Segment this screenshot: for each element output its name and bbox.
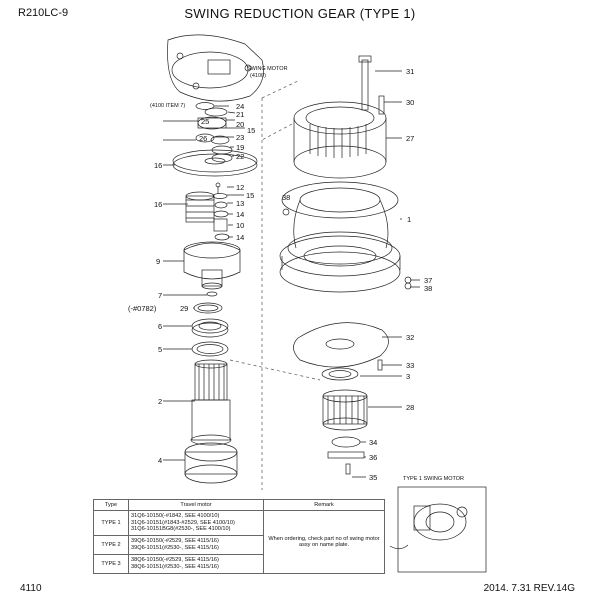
part-33: 33 bbox=[406, 361, 414, 370]
table-row: TYPE 3 38Q6-10150(-#2529, SEE 4115/16) 3… bbox=[93, 554, 385, 574]
part-31: 31 bbox=[406, 67, 414, 76]
header-remark: Remark bbox=[263, 499, 385, 511]
inset-label: TYPE 1 SWING MOTOR bbox=[403, 476, 464, 482]
page-number: 4110 bbox=[20, 583, 42, 594]
page-title: SWING REDUCTION GEAR (TYPE 1) bbox=[184, 6, 416, 21]
row-travel-motor: 31Q6-10150(-#1842, SEE 4100/10) 31Q6-101… bbox=[128, 510, 264, 536]
part-35: 35 bbox=[369, 473, 377, 482]
part-30: 30 bbox=[406, 98, 414, 107]
part-1: 1 bbox=[407, 215, 411, 224]
part-9: 9 bbox=[156, 257, 160, 266]
part-12: 12 bbox=[236, 183, 244, 192]
model-code: R210LC-9 bbox=[18, 7, 69, 19]
part-23: 23 bbox=[236, 133, 244, 142]
row-type: TYPE 3 bbox=[93, 554, 129, 574]
part-29: 29 bbox=[180, 304, 188, 313]
part-32: 32 bbox=[406, 333, 414, 342]
part-16-b: 16 bbox=[154, 200, 162, 209]
part-36: 36 bbox=[369, 453, 377, 462]
remark-cell: When ordering, check part no of swing mo… bbox=[263, 510, 385, 574]
swing-motor-drawing bbox=[167, 34, 264, 102]
part-19: 19 bbox=[236, 143, 244, 152]
part-25: 25 bbox=[201, 117, 209, 126]
swing-motor-ref: (4100) bbox=[250, 73, 266, 79]
part-4: 4 bbox=[158, 456, 162, 465]
row-type: TYPE 1 bbox=[93, 510, 129, 536]
part-10: 10 bbox=[236, 221, 244, 230]
header-travel-motor: Travel motor bbox=[128, 499, 264, 511]
motor-reference-table: Type Travel motor Remark TYPE 1 31Q6-101… bbox=[93, 499, 385, 574]
part-13: 13 bbox=[236, 199, 244, 208]
inset-swing-motor-drawing bbox=[389, 486, 487, 573]
swing-motor-label: SWING MOTOR bbox=[247, 66, 288, 72]
part-15-b: 15 bbox=[246, 191, 254, 200]
part-16-a: 16 bbox=[154, 161, 162, 170]
part-37: 37 bbox=[424, 276, 432, 285]
revision-date: 2014. 7.31 REV.14G bbox=[483, 583, 575, 594]
part-7: 7 bbox=[158, 291, 162, 300]
row-travel-motor: 38Q6-10150(-#2529, SEE 4115/16) 38Q6-101… bbox=[128, 554, 264, 574]
part-6: 6 bbox=[158, 322, 162, 331]
row-travel-motor: 39Q6-10150(-#2529, SEE 4115/16) 39Q6-101… bbox=[128, 535, 264, 555]
part-24: 24 bbox=[236, 102, 244, 111]
part-26: 26 bbox=[199, 134, 207, 143]
part-20: 20 bbox=[236, 120, 244, 129]
part-27: 27 bbox=[406, 134, 414, 143]
part-38-a: 38 bbox=[282, 193, 290, 202]
row-type: TYPE 2 bbox=[93, 535, 129, 555]
header-type: Type bbox=[93, 499, 129, 511]
part-14-b: 14 bbox=[236, 233, 244, 242]
part-38-b: 38 bbox=[424, 284, 432, 293]
part-15-a: 15 bbox=[247, 126, 255, 135]
p29-prefix-label: (-#0782) bbox=[128, 304, 157, 313]
part-3: 3 bbox=[406, 372, 410, 381]
part-2: 2 bbox=[158, 397, 162, 406]
item7-ref-label: (4100 ITEM 7) bbox=[150, 103, 185, 109]
part-5: 5 bbox=[158, 345, 162, 354]
part-28: 28 bbox=[406, 403, 414, 412]
table-row: TYPE 1 31Q6-10150(-#1842, SEE 4100/10) 3… bbox=[93, 510, 385, 574]
part-21: 21 bbox=[236, 110, 244, 119]
part-34: 34 bbox=[369, 438, 377, 447]
part-14-a: 14 bbox=[236, 210, 244, 219]
part-22: 22 bbox=[236, 152, 244, 161]
table-header-row: Type Travel motor Remark bbox=[93, 499, 385, 511]
table-row: TYPE 2 39Q6-10150(-#2529, SEE 4115/16) 3… bbox=[93, 535, 385, 555]
